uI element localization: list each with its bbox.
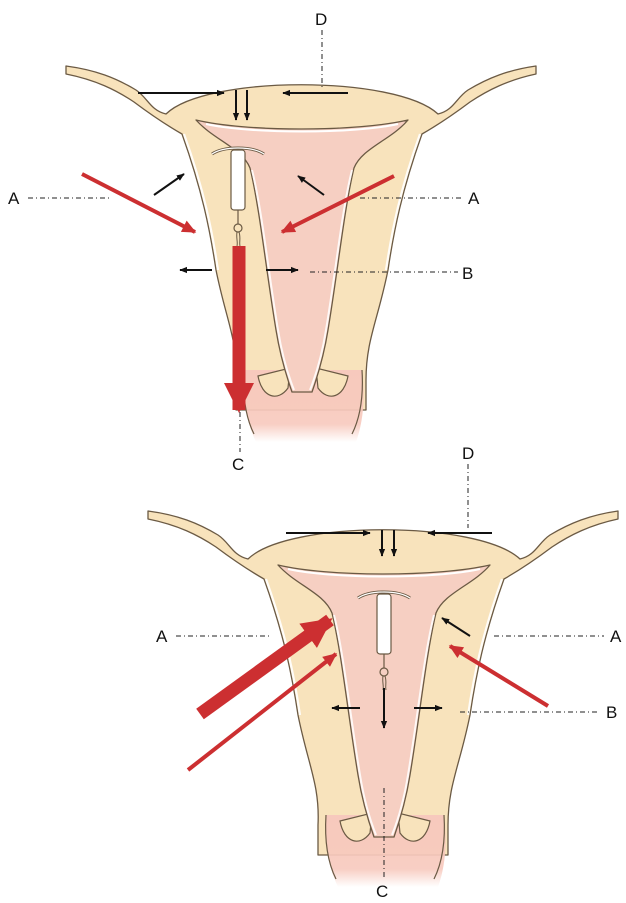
uterus-top [66,66,536,442]
label-a-right: A [610,627,622,646]
label-a-right: A [468,189,480,208]
label-d: D [315,10,327,29]
label-b: B [606,703,617,722]
label-b: B [462,264,473,283]
label-a-left: A [8,189,20,208]
wall-arrow-upper-left [154,174,184,195]
diagram-bottom: D A A B C [148,444,622,901]
diagram-top: D A A B C [8,10,536,474]
label-a-left: A [156,627,168,646]
contraction-arrow-left [82,174,195,232]
label-d: D [462,444,474,463]
label-c: C [232,455,244,474]
label-c: C [376,882,388,901]
